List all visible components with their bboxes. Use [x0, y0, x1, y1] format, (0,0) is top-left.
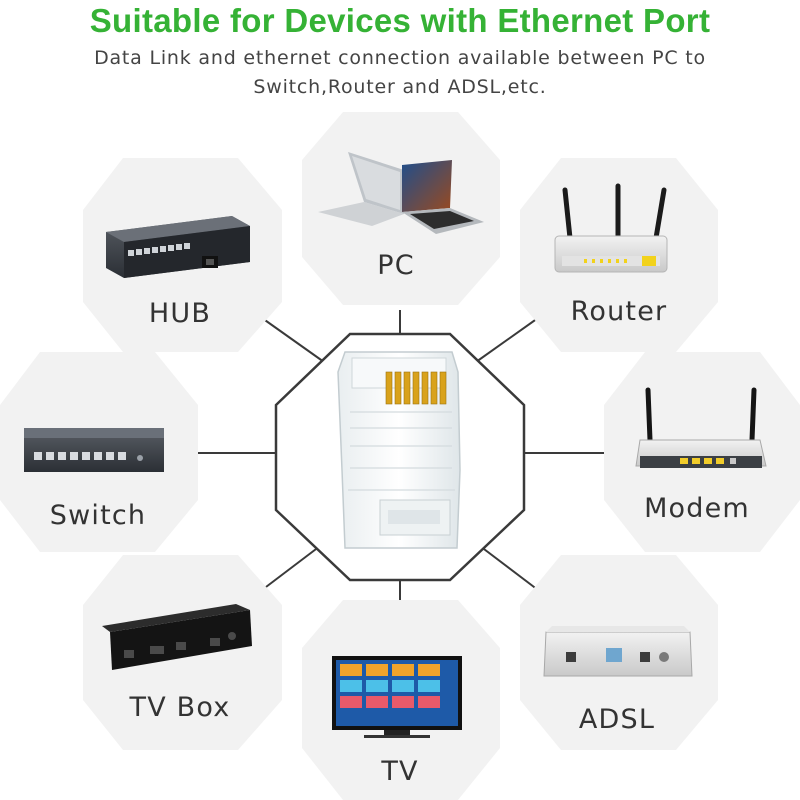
television-icon: [332, 656, 462, 738]
subtitle-line-2: Switch,Router and ADSL,etc.: [253, 76, 547, 98]
subtitle-line-1: Data Link and ethernet connection availa…: [94, 47, 706, 69]
device-label-tv: TV: [381, 756, 419, 787]
device-label-adsl: ADSL: [578, 704, 656, 735]
tv-box-icon: [102, 604, 252, 670]
modem-icon: [635, 387, 767, 468]
adsl-modem-icon: [543, 626, 693, 677]
router-icon: [554, 183, 668, 273]
device-label-modem: Modem: [644, 493, 750, 524]
page-title: Suitable for Devices with Ethernet Port: [89, 2, 711, 39]
device-label-router: Router: [570, 296, 668, 327]
device-label-tvbox: TV Box: [129, 692, 231, 723]
laptop-icon: [318, 152, 484, 234]
hub-device-icon: [106, 216, 250, 278]
switch-icon: [24, 428, 164, 472]
device-label-pc: PC: [377, 250, 415, 281]
page-subtitle: Data Link and ethernet connection availa…: [60, 44, 740, 102]
device-label-hub: HUB: [148, 298, 212, 329]
rj45-connector-icon: [337, 351, 461, 549]
device-label-switch: Switch: [49, 500, 147, 531]
